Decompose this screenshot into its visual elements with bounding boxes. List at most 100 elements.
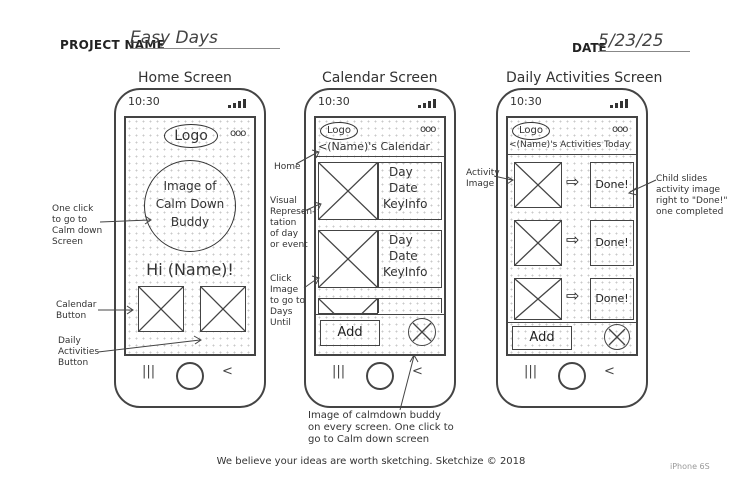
divider (508, 154, 636, 155)
annotation-line: Button (56, 311, 87, 321)
menu-softkey[interactable]: ||| (524, 364, 538, 379)
calendar-button[interactable] (138, 286, 184, 332)
annotation-line: Image to go to (270, 285, 306, 306)
menu-dots-icon[interactable]: ooo (230, 128, 246, 139)
annotation-line: Click (270, 274, 292, 284)
menu-softkey[interactable]: ||| (332, 364, 346, 379)
greeting-text: Hi (Name)! (146, 260, 234, 279)
signal-icon (418, 99, 440, 108)
back-softkey[interactable]: < (222, 364, 233, 379)
daily-activities-button[interactable] (200, 286, 246, 332)
annotation-line: Visual (270, 196, 297, 206)
annotation-line: Image (466, 179, 495, 189)
calendar-day-info (378, 298, 442, 313)
annotation-line: on every screen. One click to (308, 422, 454, 433)
activity-image[interactable] (514, 162, 562, 208)
add-button[interactable]: Add (512, 326, 572, 350)
calm-down-buddy-icon[interactable] (604, 324, 630, 350)
key-info-label: KeyInfo (383, 197, 428, 211)
menu-dots-icon[interactable]: ooo (612, 124, 628, 135)
divider (316, 156, 444, 157)
annotation-line: of day (270, 229, 299, 239)
buddy-line: Image of (163, 179, 217, 193)
device-model-label: iPhone 6S (670, 462, 710, 471)
calendar-day-image[interactable] (318, 230, 378, 288)
calm-down-buddy-image[interactable]: Image of Calm Down Buddy (144, 160, 236, 252)
annotation-line: to go to (52, 215, 88, 225)
day-label: Day (389, 165, 413, 179)
back-softkey[interactable]: < (412, 364, 423, 379)
calm-down-buddy-icon[interactable] (408, 318, 436, 346)
buddy-line: Buddy (170, 215, 210, 229)
annotation-buddy-note: Image of calmdown buddy on every screen.… (308, 410, 454, 446)
signal-icon (610, 99, 632, 108)
date-label: Date (389, 181, 418, 195)
slide-arrow-icon: ⇨ (566, 172, 580, 191)
activities-title: <(Name)'s Activities Today (509, 140, 631, 150)
calendar-screen-title: Calendar Screen (322, 70, 438, 86)
annotation-click-image: Click Image to go to Days Until (270, 274, 306, 329)
annotation-daily-activities-button: Daily Activities Button (58, 336, 99, 369)
calendar-day-image[interactable] (318, 162, 378, 220)
logo-button[interactable]: Logo (320, 122, 358, 140)
logo-button[interactable]: Logo (512, 122, 550, 140)
status-time: 10:30 (510, 95, 542, 108)
annotation-line: Button (58, 358, 89, 368)
annotation-line: tation (270, 218, 297, 228)
annotation-line: One click (52, 204, 94, 214)
calendar-title: <(Name)'s Calendar (318, 140, 430, 153)
annotation-line: or event (270, 240, 308, 250)
home-display: Logo ooo Image of Calm Down Buddy Hi (Na… (124, 116, 256, 356)
activities-screen-title: Daily Activities Screen (506, 70, 663, 86)
annotation-line: right to "Done!" (656, 196, 728, 206)
divider (316, 314, 444, 315)
annotation-line: Calm down (52, 226, 103, 236)
footer-tagline: We believe your ideas are worth sketchin… (216, 456, 526, 467)
status-time: 10:30 (128, 95, 160, 108)
divider (508, 322, 636, 323)
date-value: 5/23/25 (598, 31, 690, 52)
add-button[interactable]: Add (320, 320, 380, 346)
logo-button[interactable]: Logo (164, 124, 218, 148)
annotation-line: Until (270, 318, 291, 328)
project-name-value: Easy Days (130, 28, 280, 49)
annotation-line: Days (270, 307, 293, 317)
key-info-label: KeyInfo (383, 265, 428, 279)
annotation-activity-image: Activity Image (466, 168, 500, 190)
buddy-line: Calm Down (155, 197, 225, 211)
slide-arrow-icon: ⇨ (566, 286, 580, 305)
annotation-home: Home (274, 162, 301, 172)
signal-icon (228, 99, 250, 108)
activities-display: Logo ooo <(Name)'s Activities Today ⇨ Do… (506, 116, 638, 356)
annotation-line: Screen (52, 237, 83, 247)
activity-image[interactable] (514, 220, 562, 266)
done-target[interactable]: Done! (590, 162, 634, 208)
annotation-line: Daily (58, 336, 81, 346)
home-hardware-button[interactable] (366, 362, 394, 390)
calendar-day-info: Day Date KeyInfo (378, 162, 442, 220)
calendar-display: Logo ooo <(Name)'s Calendar Day Date Key… (314, 116, 446, 356)
done-target[interactable]: Done! (590, 220, 634, 266)
annotation-child-slides: Child slides activity image right to "Do… (656, 174, 740, 218)
calendar-phone-frame: 10:30 Logo ooo <(Name)'s Calendar Day Da… (304, 88, 456, 408)
annotation-line: Activities (58, 347, 100, 357)
annotation-line: activity image (656, 185, 721, 195)
done-target[interactable]: Done! (590, 278, 634, 320)
back-softkey[interactable]: < (604, 364, 615, 379)
menu-softkey[interactable]: ||| (142, 364, 156, 379)
annotation-line: Activity (466, 168, 500, 178)
activities-phone-frame: 10:30 Logo ooo <(Name)'s Activities Toda… (496, 88, 648, 408)
menu-dots-icon[interactable]: ooo (420, 124, 436, 135)
annotation-line: Represen- (270, 207, 316, 217)
calendar-day-image[interactable] (318, 298, 378, 314)
annotation-line: Image of calmdown buddy (308, 410, 441, 421)
annotation-calendar-button: Calendar Button (56, 300, 96, 322)
activity-image[interactable] (514, 278, 562, 320)
home-phone-frame: 10:30 Logo ooo Image of Calm Down Buddy … (114, 88, 266, 408)
home-hardware-button[interactable] (558, 362, 586, 390)
annotation-one-click: One click to go to Calm down Screen (52, 204, 102, 248)
home-hardware-button[interactable] (176, 362, 204, 390)
day-label: Day (389, 233, 413, 247)
home-screen-title: Home Screen (138, 70, 232, 86)
annotation-line: Calendar (56, 300, 97, 310)
